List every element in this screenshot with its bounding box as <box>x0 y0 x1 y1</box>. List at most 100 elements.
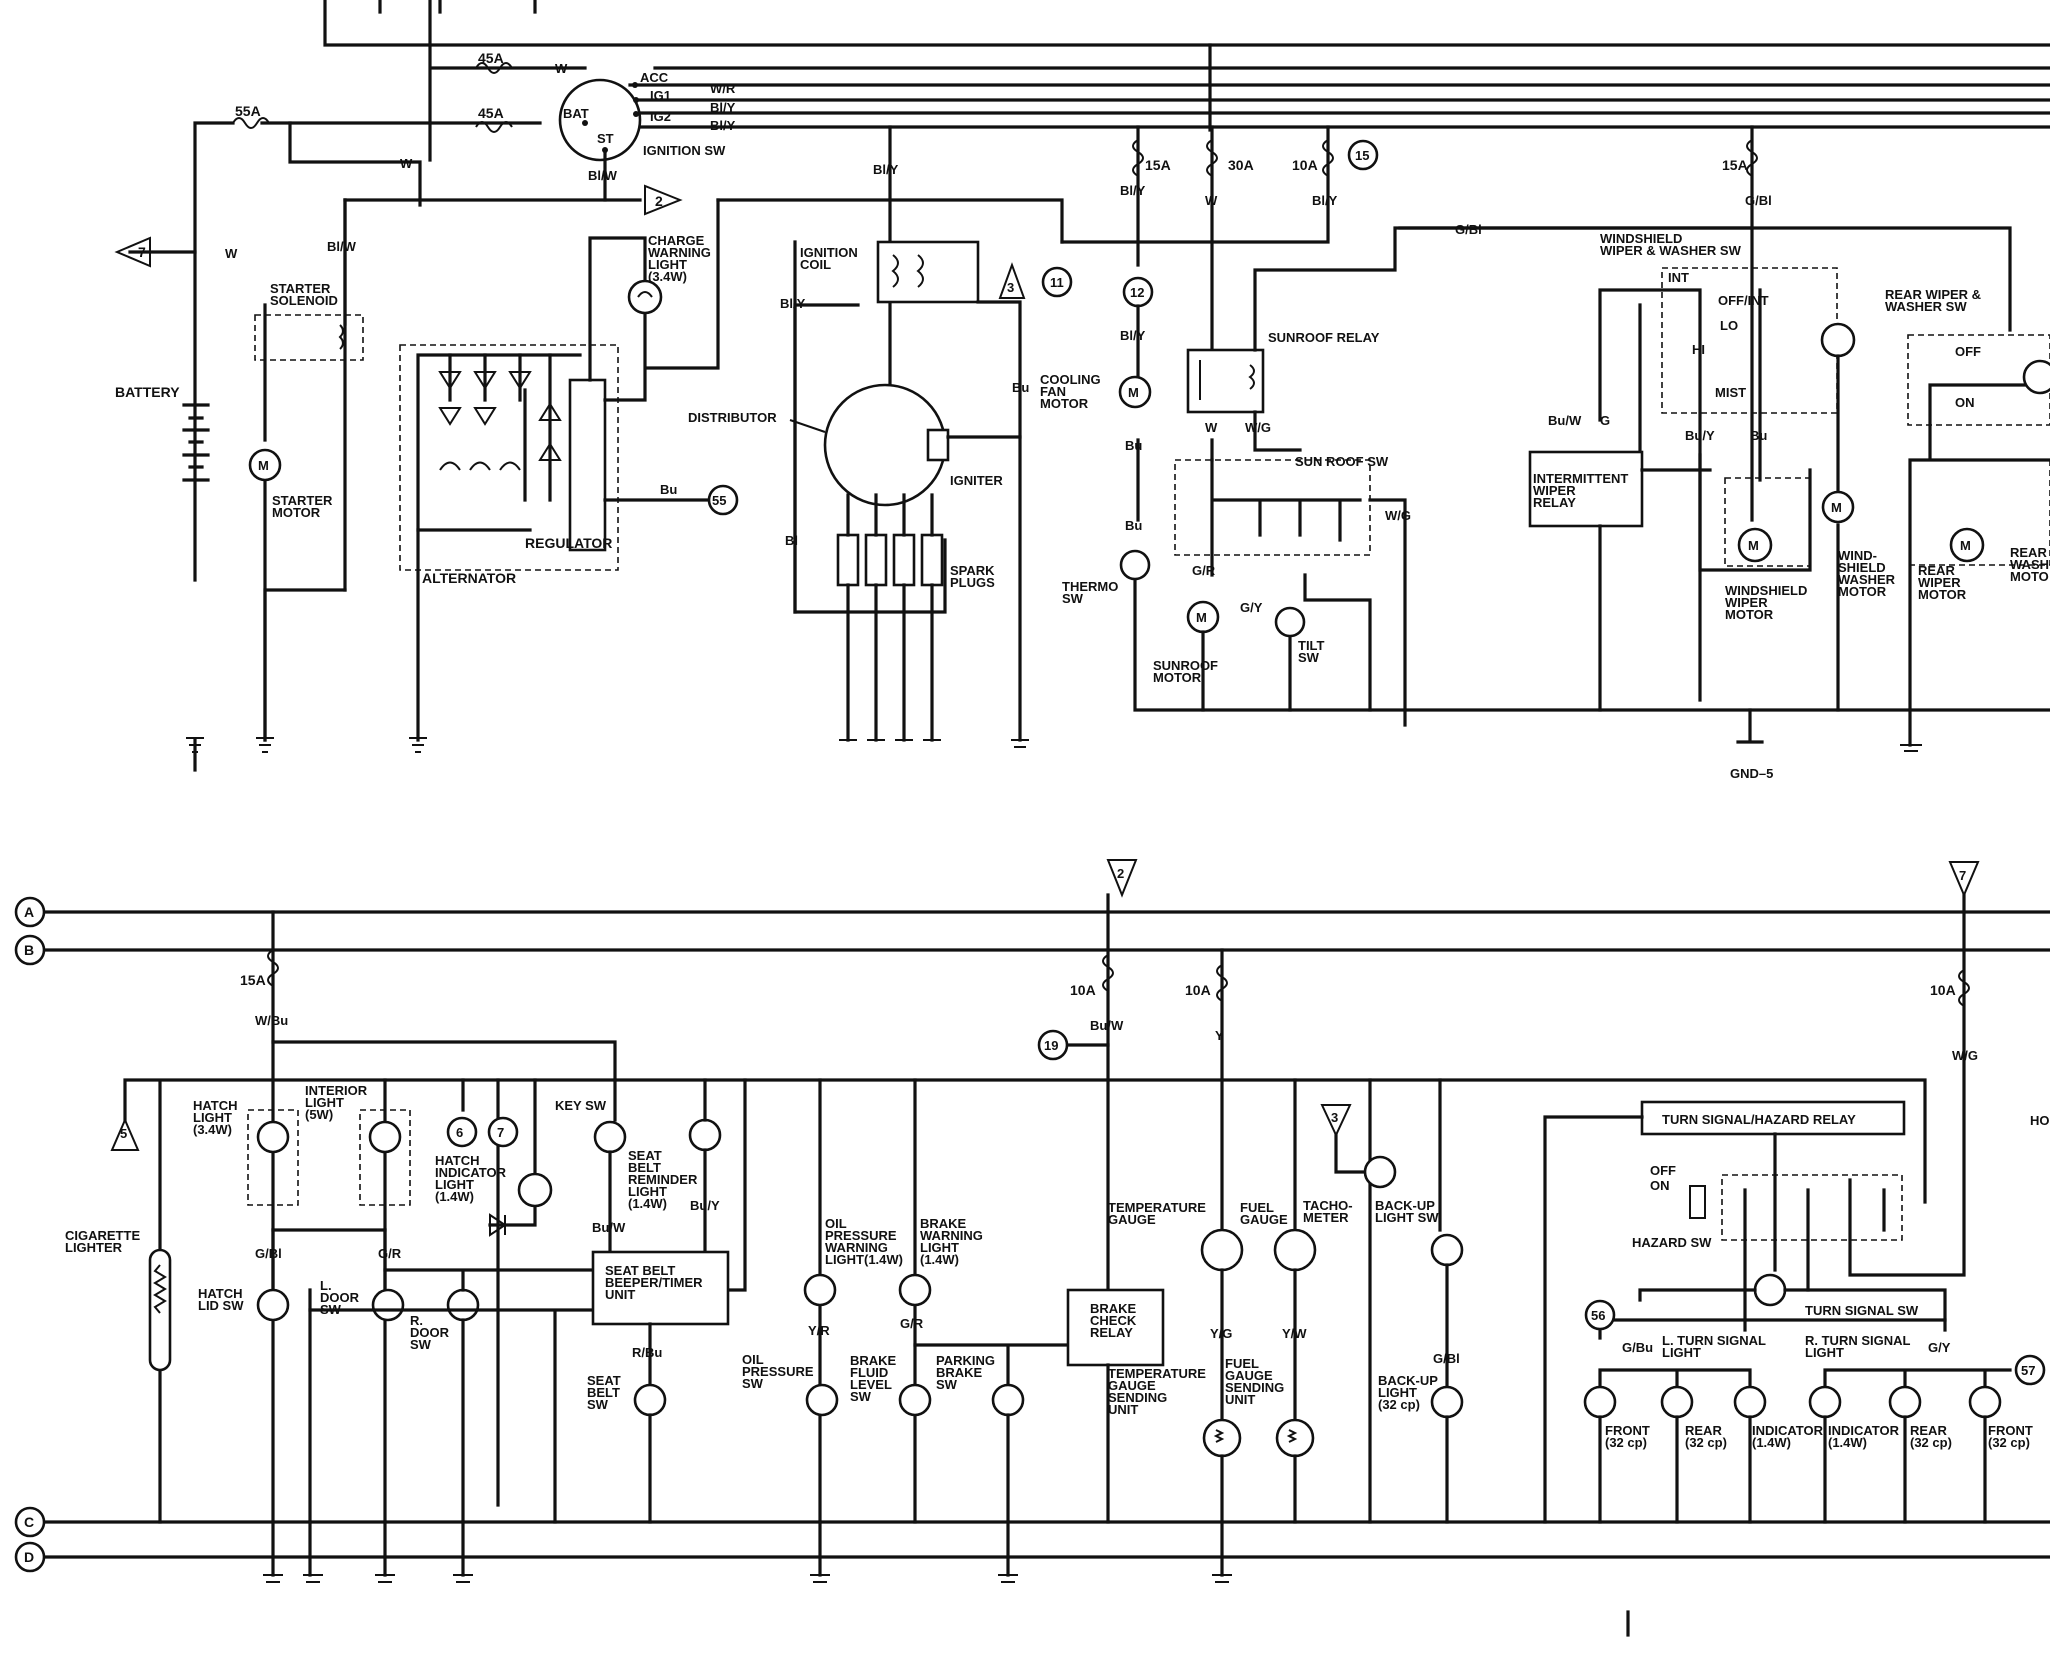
bus-a: A <box>24 904 34 920</box>
connector-2b: 2 <box>1117 866 1124 881</box>
rear2-label: REAR(32 cp) <box>1910 1423 1952 1450</box>
wire-color: Bu <box>1012 380 1029 395</box>
wire-color: Bu/W <box>592 1220 626 1235</box>
sunroof-circuit: 30A W 10A Bl/Y 15 SUNROOF RELAY W W/G SU… <box>1060 125 1754 727</box>
bus-lines: A B C D <box>14 896 2050 1573</box>
wire-color: Bl/Y <box>1120 328 1146 343</box>
wire-color: G/Bu <box>1622 1340 1653 1355</box>
connector-56: 56 <box>1591 1308 1605 1323</box>
ignition-st: ST <box>597 131 614 146</box>
wire-color: Bl/Y <box>780 296 806 311</box>
fuse-label: 10A <box>1930 982 1956 998</box>
wire-color: Bu/W <box>1548 413 1582 428</box>
wire-color: Bl/W <box>588 168 618 183</box>
motor-symbol: M <box>1831 500 1842 515</box>
ind2-label: INDICATOR(1.4W) <box>1828 1423 1900 1450</box>
rear-wiper-sw-label: REAR WIPER &WASHER SW <box>1885 287 1981 314</box>
turn-relay-label: TURN SIGNAL/HAZARD RELAY <box>1662 1112 1856 1127</box>
sunroof-relay-label: SUNROOF RELAY <box>1268 330 1380 345</box>
fuse-label: 15A <box>240 972 266 988</box>
wire-color: G/Y <box>1240 600 1263 615</box>
hazard-off: OFF <box>1650 1163 1676 1178</box>
wire-color: W <box>400 156 413 171</box>
wire-color: W/Bu <box>255 1013 288 1028</box>
wire-color: Bl <box>785 533 798 548</box>
wiper-int: INT <box>1668 270 1689 285</box>
fuse-label: 10A <box>1292 157 1318 173</box>
wire-color: Bu <box>1125 518 1142 533</box>
wire-color: W <box>1205 420 1218 435</box>
ignition-bat: BAT <box>563 106 589 121</box>
fuse-label: 30A <box>1228 157 1254 173</box>
wire-color: W/G <box>1952 1048 1978 1063</box>
front1-label: FRONT(32 cp) <box>1605 1423 1650 1450</box>
fuse-label: 10A <box>1070 982 1096 998</box>
connector-3: 3 <box>1007 280 1014 295</box>
bus-b: B <box>24 942 34 958</box>
wire-color: R/Bu <box>632 1345 662 1360</box>
top-fuses: 45A 55A 45A <box>232 50 513 133</box>
wire-color: G/R <box>378 1246 402 1261</box>
wire-color: W/G <box>1385 508 1411 523</box>
fuse-label: 15A <box>1145 157 1171 173</box>
turn-sw-label: TURN SIGNAL SW <box>1805 1303 1919 1318</box>
rear1-label: REAR(32 cp) <box>1685 1423 1727 1450</box>
connector-7: 7 <box>138 244 146 260</box>
connector-5: 5 <box>120 1126 127 1141</box>
wire-color: Bu/Y <box>1685 428 1715 443</box>
alternator-label: ALTERNATOR <box>422 570 516 586</box>
connector-3b: 3 <box>1331 1110 1338 1125</box>
ho-cut-label: HO <box>2030 1113 2050 1128</box>
wiper-lo: LO <box>1720 318 1738 333</box>
wiper-offint: OFF/INT <box>1718 293 1769 308</box>
wire-color: G/Bl <box>255 1246 282 1261</box>
rear-off: OFF <box>1955 344 1981 359</box>
wire-color: Bu <box>1125 438 1142 453</box>
connector-15: 15 <box>1355 148 1369 163</box>
wire-color: Bu/W <box>1090 1018 1124 1033</box>
wire-color: G/Y <box>1928 1340 1951 1355</box>
wire-color: G <box>1600 413 1610 428</box>
rear-on: ON <box>1955 395 1975 410</box>
wire-color: Y/R <box>808 1323 830 1338</box>
connector-7b: 7 <box>497 1125 504 1140</box>
bus-c: C <box>24 1514 34 1530</box>
wire-color: Bl/Y <box>710 100 736 115</box>
connector-7c: 7 <box>1959 868 1966 883</box>
battery: BATTERY <box>115 384 210 772</box>
wire-color: G/R <box>1192 563 1216 578</box>
wire-color: Bu <box>1750 428 1767 443</box>
fuse-label: 15A <box>1722 157 1748 173</box>
battery-label: BATTERY <box>115 384 180 400</box>
motor-symbol: M <box>1128 385 1139 400</box>
hazard-sw-label: HAZARD SW <box>1632 1235 1712 1250</box>
